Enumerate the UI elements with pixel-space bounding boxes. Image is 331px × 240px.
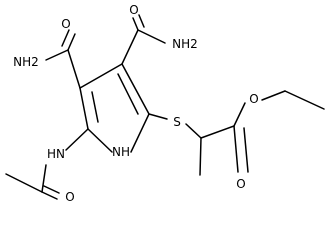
ring-bond-c4-c5-inner (91, 91, 99, 123)
bonds (5, 14, 325, 200)
ethyl-bond (284, 90, 325, 110)
acetyl-co-bond-b (43, 185, 60, 194)
ch-methyl-bond (199, 137, 202, 176)
ring-bond-c4-c5 (79, 87, 89, 130)
ring-bond-c5-n1 (87, 128, 113, 153)
atom-labels: O NH2 O NH2 NH HN O S O O (13, 3, 259, 204)
acetyl-methyl-bond (5, 173, 43, 193)
ring-bond-n1-c2 (130, 113, 150, 153)
ring-bond-c3-c4 (79, 63, 123, 89)
amide-left-co-bond-b (61, 29, 70, 47)
amide-left-cn-bond (45, 49, 69, 61)
carbonyl-ester-o-bond (233, 102, 246, 127)
ester-o-ch2-bond (261, 90, 286, 101)
carbonyl-o-bond-a (233, 125, 239, 173)
amide-left-co-bond-a (67, 33, 76, 51)
ch-carbonyl-bond (200, 125, 235, 139)
amide-right-oxygen-label: O (129, 3, 138, 17)
carbonyl-o-bond-b (243, 127, 249, 173)
acetamido-hn-label: HN (47, 147, 65, 161)
ring-nh-label: NH (112, 145, 130, 159)
amide-left-nh2-label: NH2 (13, 55, 39, 69)
carbonyl-oxygen-label: O (236, 177, 245, 191)
ester-oxygen-label: O (249, 92, 258, 106)
thioether-sulfur-label: S (173, 115, 181, 129)
acetyl-c-bond (41, 164, 47, 193)
amide-left-oxygen-label: O (61, 17, 70, 31)
molecule-diagram: O NH2 O NH2 NH HN O S O O (5, 3, 325, 204)
ring-bond-c2-c3-inner (117, 73, 139, 115)
acetyl-co-bond-a (41, 191, 58, 200)
amide-right-c-bond (121, 29, 139, 65)
amide-right-cn-bond (137, 29, 166, 44)
c2-s-bond (148, 113, 168, 120)
acetamido-n-bond (65, 128, 89, 151)
amide-right-co-bond-b (138, 14, 145, 28)
amide-right-nh2-label: NH2 (172, 37, 198, 51)
acetyl-oxygen-label: O (65, 190, 74, 204)
s-ch-bond (185, 123, 202, 139)
ring-bond-c2-c3 (121, 63, 150, 115)
amide-left-c-bond (67, 49, 81, 89)
amide-right-co-bond-a (132, 17, 139, 31)
